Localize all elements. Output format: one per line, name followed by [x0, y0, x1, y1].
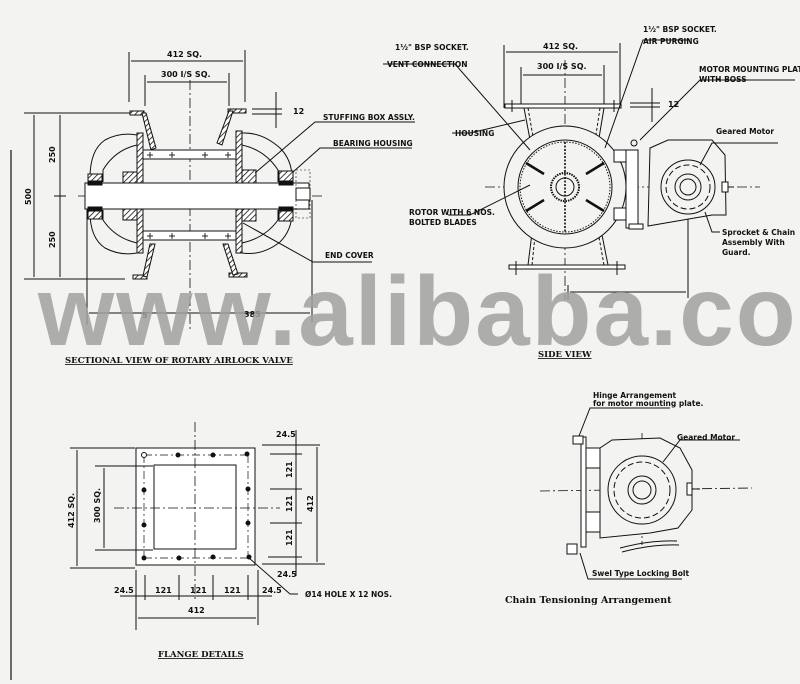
dim-412-h: 412: [306, 495, 315, 512]
dim-250-lower: 250: [48, 231, 57, 248]
dim-5: 5: [142, 311, 148, 320]
label-rotor-2: BOLTED BLADES: [409, 218, 477, 227]
label-bearing-housing: BEARING HOUSING: [333, 139, 413, 148]
dim-300-is-sq-side: 300 I/S SQ.: [537, 62, 587, 71]
chain-tensioning-drawing: [539, 407, 753, 580]
label-sprocket-3: Guard.: [722, 248, 751, 257]
label-rotor-1: ROTOR WITH 6 NOS.: [409, 208, 495, 217]
title-side-view: SIDE VIEW: [538, 350, 592, 360]
chain-tensioning-annotations: Hinge Arrangement for motor mounting pla…: [505, 391, 735, 606]
label-air-socket: 1½" BSP SOCKET.: [643, 25, 717, 34]
dim-12-side: 12: [668, 100, 679, 109]
dim-pitch-2: 121: [190, 586, 207, 595]
label-geared-motor: Geared Motor: [716, 127, 774, 136]
label-motor-plate-1: MOTOR MOUNTING PLATE: [699, 65, 800, 74]
dim-pitch-v3: 121: [285, 529, 294, 546]
label-vent-socket: 1½" BSP SOCKET.: [395, 43, 469, 52]
flange-details-annotations: 412 SQ. 300 SQ. 24.5 24.5 24.5 24.5 121 …: [67, 430, 392, 660]
dim-pitch-v1: 121: [285, 461, 294, 478]
dim-12: 12: [293, 107, 304, 116]
dim-edge-left: 24.5: [114, 586, 134, 595]
label-holes: Ø14 HOLE X 12 NOS.: [305, 590, 392, 599]
label-hinge-2: for motor mounting plate.: [593, 399, 704, 408]
flange-details-drawing: [70, 422, 325, 630]
dim-500: 500: [24, 188, 33, 205]
label-sprocket-2: Assembly With: [722, 238, 785, 247]
dim-412-sq: 412 SQ.: [167, 50, 202, 59]
dim-300-sq-flange: 300 SQ.: [93, 488, 102, 523]
side-view-drawing: [383, 39, 795, 300]
label-air-purging: AIR PURGING: [643, 37, 699, 46]
dim-pitch-v2: 121: [285, 495, 294, 512]
label-locking-bolt: Swel Type Locking Bolt: [592, 569, 689, 578]
label-geared-motor-2: Geared Motor: [677, 433, 735, 442]
label-stuffing-box: STUFFING BOX ASSLY.: [323, 113, 415, 122]
dim-412-sq-side: 412 SQ.: [543, 42, 578, 51]
dim-pitch-1: 121: [155, 586, 172, 595]
dim-412-sq-flange: 412 SQ.: [67, 493, 76, 528]
sectional-view-drawing: [24, 50, 415, 330]
label-end-cover: END COVER: [325, 251, 374, 260]
dim-edge-top: 24.5: [276, 430, 296, 439]
title-flange-details: FLANGE DETAILS: [158, 650, 243, 660]
sectional-view-annotations: 412 SQ. 300 I/S SQ. 12 500 250 250 5 385…: [24, 50, 415, 366]
label-hinge-1: Hinge Arrangement: [593, 391, 677, 400]
label-motor-plate-2: WITH BOSS: [699, 75, 747, 84]
dim-300-is-sq: 300 I/S SQ.: [161, 70, 211, 79]
dim-412-w: 412: [188, 606, 205, 615]
label-vent-connection: VENT CONNECTION: [387, 60, 468, 69]
dim-385: 385: [244, 310, 261, 319]
label-housing: HOUSING: [455, 129, 494, 138]
dim-edge-right: 24.5: [262, 586, 282, 595]
side-view-annotations: 412 SQ. 300 I/S SQ. 12 1½" BSP SOCKET. V…: [387, 25, 800, 360]
title-chain-tensioning: Chain Tensioning Arrangement: [505, 595, 672, 606]
dim-pitch-3: 121: [224, 586, 241, 595]
label-sprocket-1: Sprocket & Chain: [722, 228, 795, 237]
title-sectional-view: SECTIONAL VIEW OF ROTARY AIRLOCK VALVE: [65, 356, 293, 366]
dim-250-upper: 250: [48, 146, 57, 163]
dim-edge-bottom: 24.5: [277, 570, 297, 579]
